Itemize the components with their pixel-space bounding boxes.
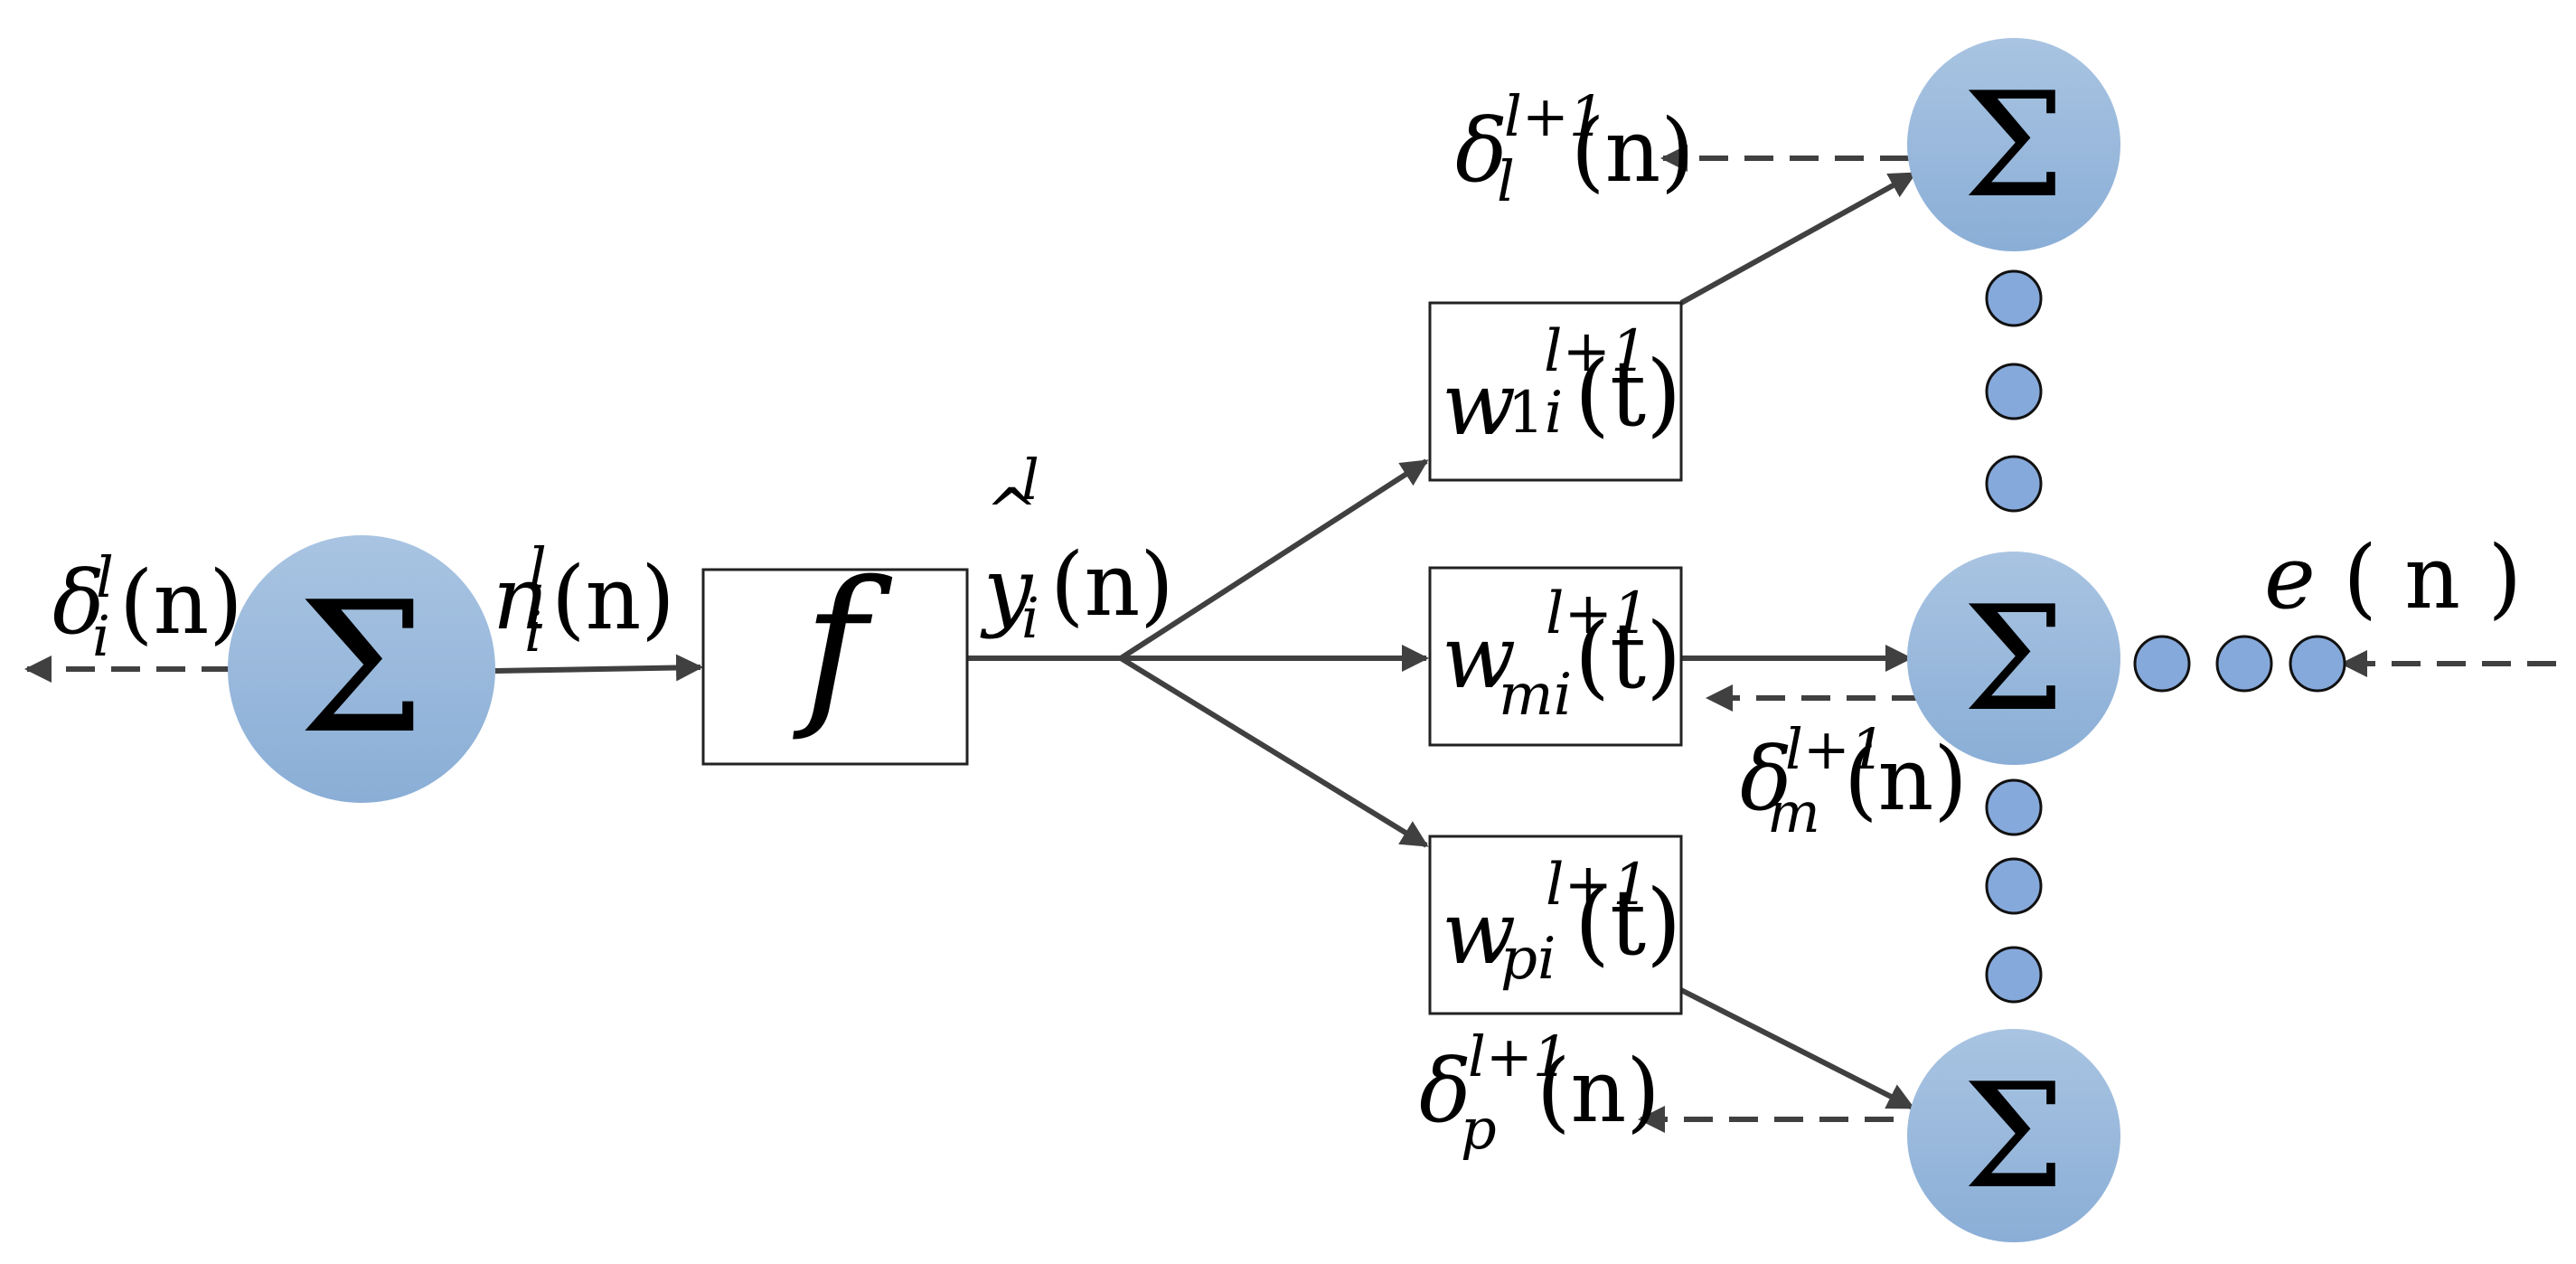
arrow-to-weight-p bbox=[1119, 656, 1429, 848]
weight-label: w 1i l+1 (t) bbox=[1442, 290, 1681, 455]
dot bbox=[1985, 363, 2043, 420]
sigma-symbol: Σ bbox=[1962, 574, 2064, 743]
mid-sum-node: Σ bbox=[1907, 552, 2120, 765]
sigma-symbol: Σ bbox=[1962, 1052, 2064, 1221]
weight-box-m: w mi l+1 (t) bbox=[1428, 552, 1683, 747]
dot bbox=[1985, 269, 2043, 327]
sigma-symbol: Σ bbox=[297, 563, 425, 774]
error-label: e ( n ) bbox=[2264, 527, 2522, 628]
arrow-net-to-f bbox=[494, 654, 703, 682]
net-input-label: n i l (n) bbox=[493, 507, 675, 672]
dot bbox=[2289, 635, 2346, 693]
arrow-weight-1-to-top bbox=[1679, 171, 1917, 306]
connections bbox=[24, 145, 2556, 1133]
input-sum-node: Σ bbox=[228, 535, 495, 803]
bottom-sum-node: Σ bbox=[1907, 1029, 2120, 1242]
y-hat-label: ^ l y i (n) bbox=[980, 440, 1174, 653]
sigma-symbol: Σ bbox=[1962, 61, 2064, 230]
top-sum-node: Σ bbox=[1907, 38, 2120, 251]
dot bbox=[1985, 946, 2043, 1004]
delta-p-label: δ p l+1 (n) bbox=[1419, 995, 1660, 1169]
dot bbox=[2133, 635, 2191, 693]
weight-label: w pi l+1 (t) bbox=[1442, 824, 1681, 999]
arrow-weight-p-to-bottom bbox=[1679, 987, 1915, 1110]
dot bbox=[2215, 635, 2273, 693]
ellipsis-dots bbox=[1985, 269, 2346, 1004]
activation-box: f bbox=[701, 544, 969, 766]
dot bbox=[1985, 778, 2043, 836]
delta-i-label: δ i l (n) bbox=[52, 516, 243, 676]
dot bbox=[1985, 857, 2043, 915]
weight-box-1: w 1i l+1 (t) bbox=[1428, 290, 1683, 482]
delta-l-label: δ l l+1 (n) bbox=[1455, 55, 1695, 222]
arrow-to-weight-1 bbox=[1119, 458, 1429, 661]
weight-label: w mi l+1 (t) bbox=[1442, 552, 1681, 735]
weight-box-p: w pi l+1 (t) bbox=[1428, 824, 1683, 1015]
delta-m-label: δ m l+1 (n) bbox=[1740, 688, 1968, 853]
dot bbox=[1985, 455, 2043, 513]
